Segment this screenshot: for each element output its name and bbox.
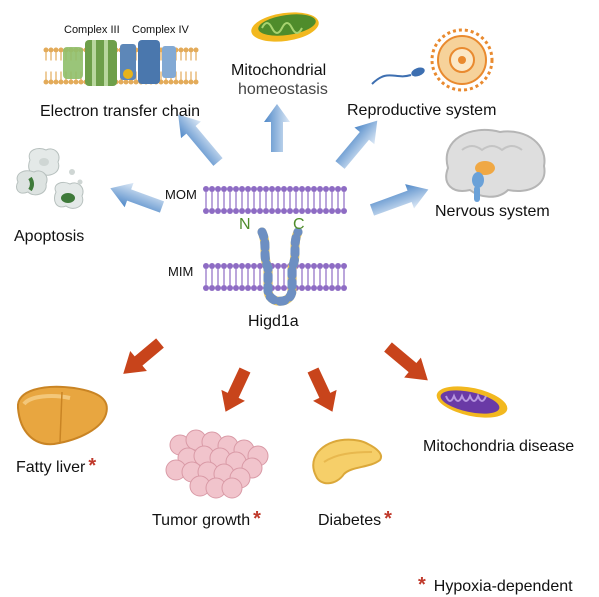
inner-membrane (203, 263, 347, 291)
legend-label: Hypoxia-dependent (433, 578, 573, 595)
label-mom: MOM (165, 187, 197, 202)
apoptotic-cells-icon (15, 147, 84, 209)
label-electron-transfer-chain: Electron transfer chain (40, 103, 201, 120)
egg-and-sperm-icon (371, 28, 494, 92)
label-tumor-growth: Tumor growth* (152, 508, 261, 530)
arrow-to-diabetes (307, 367, 337, 412)
brain-icon (445, 128, 546, 202)
label-c-terminus: C (293, 216, 305, 233)
label-complex-iii: Complex III (64, 24, 120, 36)
arrow-to-fatty-liver (123, 338, 164, 374)
arrow-to-nervous (369, 184, 429, 216)
diseased-mitochondrion-icon (436, 386, 508, 418)
label-reproductive-system: Reproductive system (347, 102, 497, 119)
function-arrows (110, 104, 429, 216)
mitochondrion-icon (251, 12, 319, 42)
disease-arrows (123, 338, 428, 412)
legend-symbol: * (418, 574, 426, 596)
arrow-to-etc (178, 114, 223, 166)
label-homeostasis: homeostasis (238, 81, 328, 98)
label-apoptosis: Apoptosis (14, 228, 85, 245)
label-complex-iv: Complex IV (132, 24, 189, 36)
tumor-icon (165, 429, 269, 499)
arrow-to-tumor (221, 367, 251, 412)
tumor-growth-text: Tumor growth (152, 512, 251, 529)
legend-hypoxia: * Hypoxia-dependent (418, 574, 573, 596)
outer-membrane (203, 186, 347, 214)
label-mitochondrial: Mitochondrial (231, 62, 327, 79)
label-n-terminus: N (239, 216, 251, 233)
label-mitochondria-disease: Mitochondria disease (423, 438, 575, 455)
pancreas-icon (312, 438, 382, 485)
label-higd1a: Higd1a (248, 313, 299, 330)
etc-complexes-icon (43, 40, 199, 86)
label-mim: MIM (168, 264, 194, 279)
diabetes-text: Diabetes (318, 512, 382, 529)
arrow-to-mito-disease (384, 342, 428, 381)
label-fatty-liver: Fatty liver* (16, 455, 96, 477)
higd1a-protein (257, 227, 303, 306)
hypoxia-marker-fatty-liver: * (88, 455, 97, 477)
arrow-to-apoptosis (110, 182, 165, 213)
hypoxia-marker-diabetes: * (384, 508, 392, 530)
arrow-to-mito-homeostasis (264, 104, 290, 152)
label-diabetes: Diabetes* (318, 508, 392, 530)
liver-icon (16, 385, 108, 446)
fatty-liver-text: Fatty liver (16, 459, 86, 476)
hypoxia-marker-tumor: * (253, 508, 261, 530)
label-nervous-system: Nervous system (435, 203, 550, 220)
arrow-to-reproductive (335, 120, 378, 169)
